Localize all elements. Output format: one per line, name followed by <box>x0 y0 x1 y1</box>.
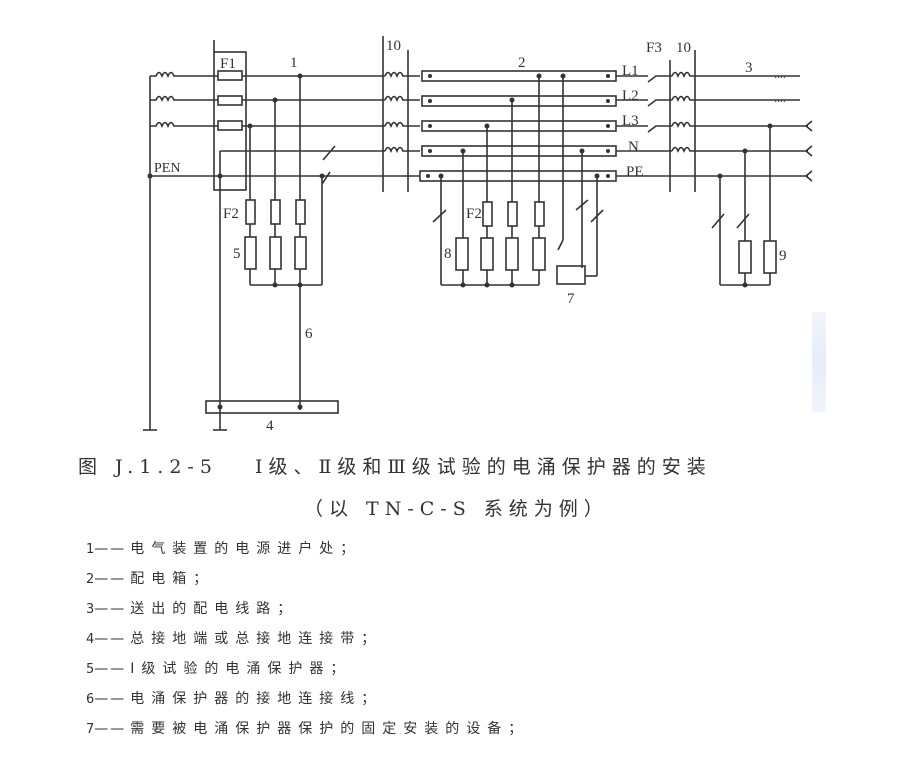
circuit-diagram: F1 1 10 2 L1 L2 L3 N PE F3 10 3 .... ...… <box>143 36 813 434</box>
label-9: 9 <box>779 248 787 264</box>
label-F2-right: F2 <box>466 206 482 222</box>
label-L1: L1 <box>622 63 639 79</box>
line-continuation-2: .... <box>774 91 786 105</box>
line-continuation-1: .... <box>774 67 786 81</box>
figure-subcaption: （以 TN-C-S 系统为例） <box>304 498 609 520</box>
legend-item: 7——需要被电涌保护器保护的固定安装的设备； <box>86 721 530 737</box>
source-coil-l3 <box>150 121 180 129</box>
legend-item: 2——配电箱； <box>86 571 215 587</box>
label-6: 6 <box>305 326 313 342</box>
label-L3: L3 <box>622 113 639 129</box>
label-1: 1 <box>290 55 298 71</box>
source-coil-l2 <box>150 95 180 103</box>
label-10-left: 10 <box>386 38 401 54</box>
legend-item: 1——电气装置的电源进户处； <box>86 541 362 557</box>
legend-item: 3——送出的配电线路； <box>86 601 299 617</box>
junction-dots <box>147 73 773 410</box>
scan-artifact <box>812 312 826 412</box>
label-8: 8 <box>444 246 452 262</box>
label-PE: PE <box>626 164 644 180</box>
source-coil-l1 <box>150 71 180 79</box>
label-4: 4 <box>266 418 274 434</box>
label-10-right: 10 <box>676 40 691 56</box>
legend-item: 4——总接地端或总接地连接带； <box>86 631 383 647</box>
legend-item: 5——Ⅰ级试验的电涌保护器； <box>86 661 352 677</box>
label-3: 3 <box>745 60 753 76</box>
label-7: 7 <box>567 291 575 307</box>
label-PEN: PEN <box>154 161 180 176</box>
label-5: 5 <box>233 246 241 262</box>
legend-item: 6——电涌保护器的接地连接线； <box>86 691 383 707</box>
label-F1: F1 <box>220 56 236 72</box>
label-L2: L2 <box>622 88 639 104</box>
label-F3: F3 <box>646 40 662 56</box>
figure-caption: 图 J.1.2-5 Ⅰ级、Ⅱ级和Ⅲ级试验的电涌保护器的安装 <box>78 456 712 478</box>
label-N: N <box>628 139 639 155</box>
label-2: 2 <box>518 55 526 71</box>
label-F2-left: F2 <box>223 206 239 222</box>
legend-list: 1——电气装置的电源进户处； 2——配电箱； 3——送出的配电线路； 4——总接… <box>86 534 529 744</box>
